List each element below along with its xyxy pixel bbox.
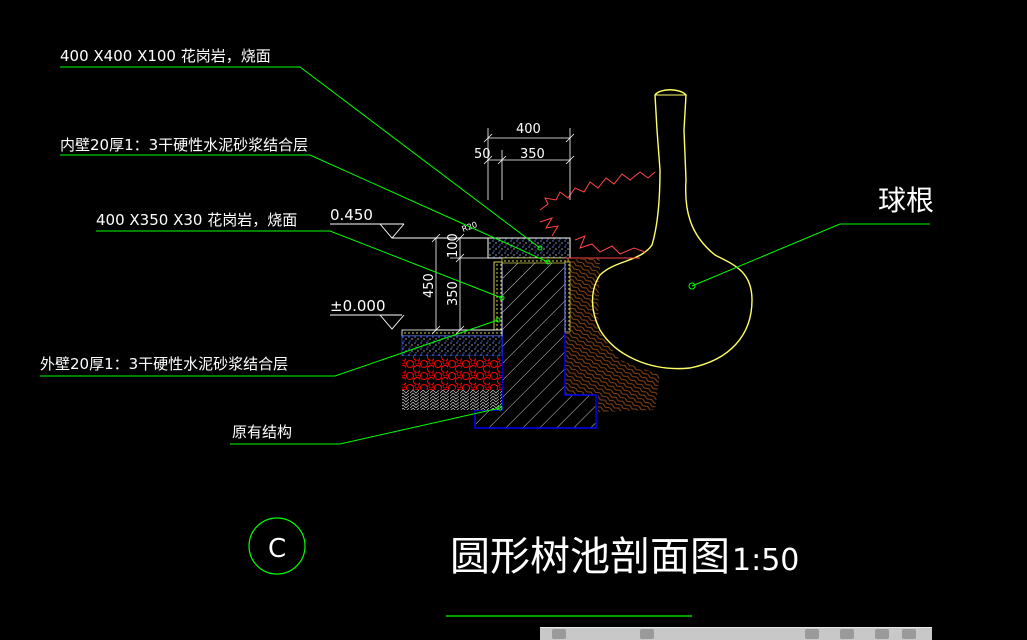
status-toolbar[interactable]	[540, 627, 932, 640]
leader-dot-structure	[497, 405, 503, 411]
elevation-ground-label: ±0.000	[330, 297, 386, 315]
dim-350-top: 350	[520, 147, 545, 162]
toolbar-button[interactable]	[552, 629, 566, 639]
gravel-layer	[402, 356, 502, 390]
toolbar-button[interactable]	[640, 629, 654, 639]
label-existing-structure: 原有结构	[232, 423, 292, 441]
toolbar-button[interactable]	[902, 629, 916, 639]
dim-400: 400	[516, 122, 541, 137]
tree-trunk	[591, 89, 753, 370]
elevation-marker-ground	[330, 314, 405, 330]
foliage-scribble	[539, 171, 656, 255]
leader-lines	[40, 66, 930, 445]
inner-mortar-strip	[564, 261, 571, 333]
base-layer	[402, 390, 502, 410]
dim-350-left: 350	[446, 281, 461, 306]
mortar-layer-cap	[501, 257, 569, 264]
dim-450: 450	[422, 273, 437, 298]
drawing-scale: 1:50	[732, 543, 799, 578]
dimensions-top	[483, 128, 575, 200]
leader-dot-outer	[495, 317, 501, 323]
elevation-top-label: 0.450	[330, 206, 373, 224]
toolbar-button[interactable]	[840, 629, 854, 639]
sand-layer	[401, 335, 503, 357]
dim-50: 50	[474, 147, 491, 162]
drawing-title: 圆形树池剖面图	[450, 534, 730, 580]
toolbar-button[interactable]	[805, 629, 819, 639]
section-mark-circle	[248, 517, 306, 575]
leader-dot-side	[499, 295, 505, 301]
leader-dot-cap	[537, 245, 543, 251]
section-mark-letter: C	[268, 534, 286, 564]
soil-hatch	[565, 258, 660, 412]
leader-dot-inner	[545, 259, 551, 265]
label-outer-wall: 外壁20厚1：3干硬性水泥砂浆结合层	[40, 355, 288, 373]
dim-100: 100	[446, 233, 461, 258]
label-inner-wall: 内壁20厚1：3干硬性水泥砂浆结合层	[60, 136, 308, 154]
label-granite-side: 400 X350 X30 花岗岩，烧面	[96, 211, 297, 229]
leader-dot-rootball	[688, 282, 696, 290]
paving-top	[401, 329, 503, 337]
elevation-marker-top	[330, 223, 488, 239]
label-root-ball: 球根	[878, 184, 934, 217]
toolbar-button[interactable]	[875, 629, 889, 639]
label-granite-cap: 400 X400 X100 花岗岩，烧面	[60, 47, 271, 65]
